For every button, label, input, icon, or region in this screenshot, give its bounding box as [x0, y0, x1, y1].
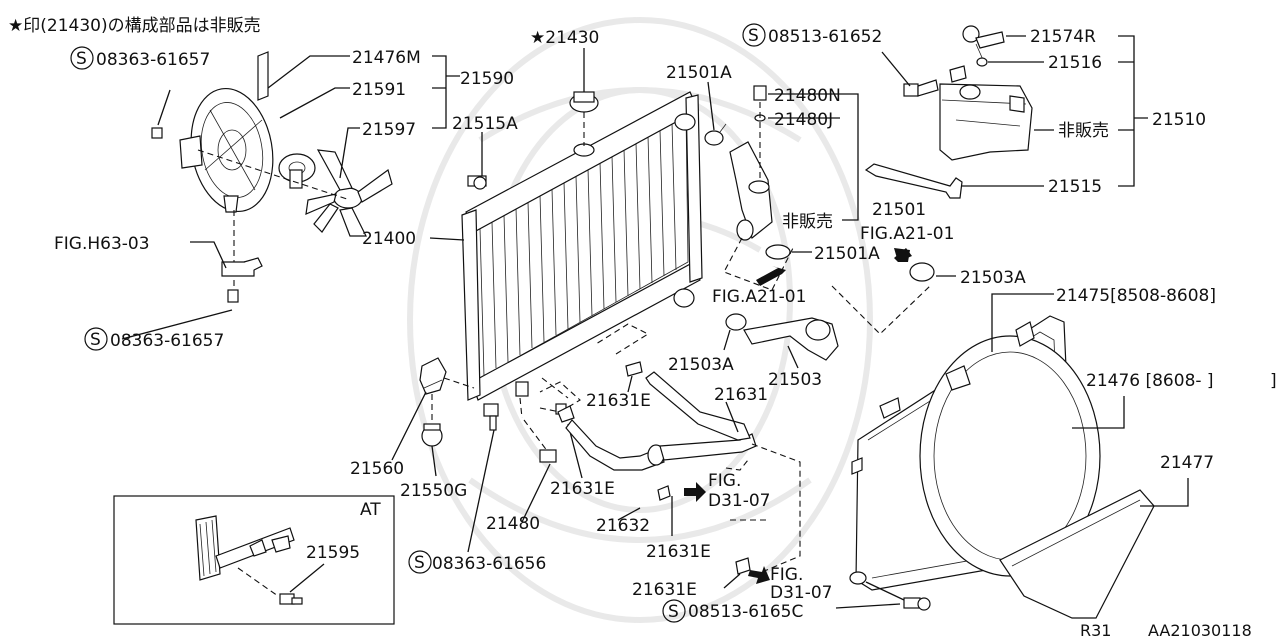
label-08363-61657-top: 08363-61657	[96, 50, 210, 70]
overflow-tube-21515	[864, 163, 963, 199]
footer-model: R31	[1080, 621, 1111, 638]
label-21515a: 21515A	[452, 114, 518, 134]
bolt-08363-61656	[483, 403, 499, 431]
radiator-shroud	[849, 315, 1101, 591]
label-21476-bracket: ]	[1270, 371, 1277, 391]
fan-motor-assembly	[151, 51, 274, 213]
label-21480n: 21480N	[774, 86, 841, 106]
arrow-fig-d31-07-b	[748, 566, 770, 584]
arrow-head-right	[894, 248, 910, 262]
inset-at-label: AT	[360, 500, 381, 520]
label-21595: 21595	[306, 543, 360, 563]
label-fig-a21-01-a: FIG.A21-01	[860, 224, 954, 244]
label-21476: 21476 [8608- ]	[1086, 371, 1214, 391]
label-fig-d31-07-a2: D31-07	[708, 491, 771, 511]
label-21631e-a: 21631E	[586, 391, 651, 411]
reservoir-tank	[939, 83, 1033, 161]
label-21501a-top: 21501A	[666, 63, 732, 83]
label-08513-61652: 08513-61652	[768, 27, 882, 47]
label-21510: 21510	[1152, 110, 1206, 130]
svg-text:S: S	[748, 26, 759, 46]
label-21550g: 21550G	[400, 481, 467, 501]
label-21480j: 21480J	[774, 110, 833, 130]
svg-text:S: S	[668, 602, 679, 622]
label-21574r: 21574R	[1030, 27, 1096, 47]
label-21503a-left: 21503A	[668, 355, 734, 375]
drain-cock-21560	[419, 357, 447, 395]
clamp-21631e-c	[657, 485, 671, 501]
label-fig-d31-07-b1: FIG.	[770, 565, 803, 585]
label-21400: 21400	[362, 229, 416, 249]
drain-plug-21480n	[753, 85, 767, 101]
cooler-hose-21632	[565, 419, 665, 471]
label-21631e-d: 21631E	[632, 580, 697, 600]
lower-radiator-hose	[725, 313, 839, 361]
arrow-fig-a21-01-left	[756, 266, 786, 286]
label-21631: 21631	[714, 385, 768, 405]
bracket-h63	[221, 257, 263, 303]
label-21515: 21515	[1048, 177, 1102, 197]
drain-plug-21550g	[421, 423, 443, 447]
label-21501a-mid: 21501A	[814, 244, 880, 264]
bolt-21515a	[467, 175, 487, 190]
label-non-sale-hose: 非販売	[782, 212, 833, 232]
hose-clamp-mid	[765, 244, 791, 260]
at-inset	[113, 495, 395, 625]
label-21503: 21503	[768, 370, 822, 390]
radiator-core	[461, 91, 703, 401]
bolt-08513-6165c	[903, 597, 931, 611]
label-non-sale-tank: 非販売	[1058, 121, 1109, 141]
arrow-fig-d31-07-a	[684, 482, 706, 502]
label-21475: 21475[8508-8608]	[1056, 286, 1216, 306]
label-08363-61657-bottom: 08363-61657	[110, 331, 224, 351]
svg-text:S: S	[90, 330, 101, 350]
label-fig-d31-07-a1: FIG.	[708, 471, 741, 491]
label-fig-h63-03: FIG.H63-03	[54, 234, 150, 254]
label-21560: 21560	[350, 459, 404, 479]
label-21631e-b: 21631E	[550, 479, 615, 499]
label-fig-a21-01-b: FIG.A21-01	[712, 287, 806, 307]
thermo-switch-21595	[279, 593, 303, 605]
footer-code: AA21030118	[1148, 621, 1252, 638]
label-21480: 21480	[486, 514, 540, 534]
label-08363-61656: 08363-61656	[432, 554, 546, 574]
part-labels: S 08363-61657 21476M 21590 21591 21597 ★…	[54, 23, 1277, 638]
label-21503a-right: 21503A	[960, 268, 1026, 288]
label-21591: 21591	[352, 80, 406, 100]
label-fig-d31-07-b2: D31-07	[770, 583, 833, 603]
label-08513-6165c: 08513-6165C	[688, 602, 803, 622]
bolt-08513-61652	[903, 65, 967, 97]
reservoir-cap	[962, 25, 1005, 67]
clamp-21631e-d	[735, 557, 751, 575]
hose-clamp-top	[704, 123, 727, 146]
hose-clamp-21503a-right	[909, 262, 935, 282]
label-21631e-c: 21631E	[646, 542, 711, 562]
fan-blade	[305, 149, 393, 237]
label-21597: 21597	[362, 120, 416, 140]
non-sale-note: ★印(21430)の構成部品は非販売	[8, 16, 261, 36]
label-21476m: 21476M	[352, 48, 421, 68]
svg-text:S: S	[76, 49, 87, 69]
label-21590: 21590	[460, 69, 514, 89]
fan-motor	[278, 153, 316, 189]
clamp-21631e-b	[557, 405, 575, 423]
label-21430: ★21430	[530, 28, 599, 48]
label-21632: 21632	[596, 516, 650, 536]
thermo-switch-21480	[515, 381, 567, 463]
label-21501: 21501	[872, 200, 926, 220]
label-21477: 21477	[1160, 453, 1214, 473]
shroud-cover-21477	[999, 489, 1155, 619]
clamp-21631e-a	[625, 361, 643, 377]
label-21516: 21516	[1048, 53, 1102, 73]
svg-text:S: S	[414, 553, 425, 573]
upper-radiator-hose	[729, 141, 773, 241]
